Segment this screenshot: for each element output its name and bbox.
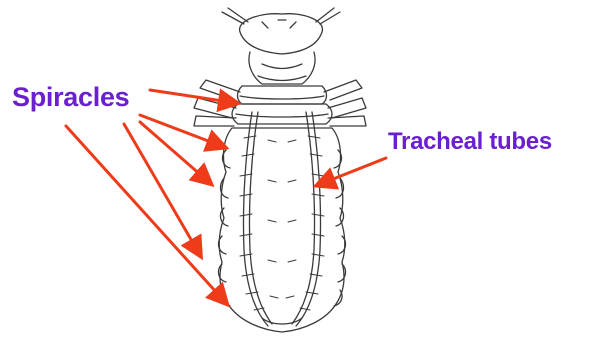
tracheal-trunk-left-inner <box>249 112 272 324</box>
antenna-right <box>316 8 340 24</box>
tracheal-branches <box>240 136 324 310</box>
tracheal-trunk-right-inner <box>292 112 315 324</box>
tracheal-tubes-label: Tracheal tubes <box>388 128 552 156</box>
thorax-anterior-lines <box>258 64 306 81</box>
arrow-spiracle-3 <box>140 122 210 183</box>
arrow-spiracle-5 <box>66 126 226 303</box>
leg-right-2 <box>328 98 366 118</box>
tracheal-cross-thorax <box>236 96 328 117</box>
spiracles-arrows <box>66 90 236 303</box>
thorax-segment-1 <box>238 86 327 104</box>
thorax-segment-2 <box>232 104 332 124</box>
spiracles-label: Spiracles <box>12 82 129 113</box>
abdomen-outline <box>219 128 345 332</box>
leg-right-3 <box>328 116 366 126</box>
leg-left-3 <box>194 116 236 126</box>
insect-larva-drawing <box>194 8 366 332</box>
head-detail <box>262 20 296 28</box>
arrow-spiracle-4 <box>124 124 200 255</box>
arrow-tracheal-tubes <box>318 158 386 185</box>
leg-right-1 <box>324 80 362 100</box>
